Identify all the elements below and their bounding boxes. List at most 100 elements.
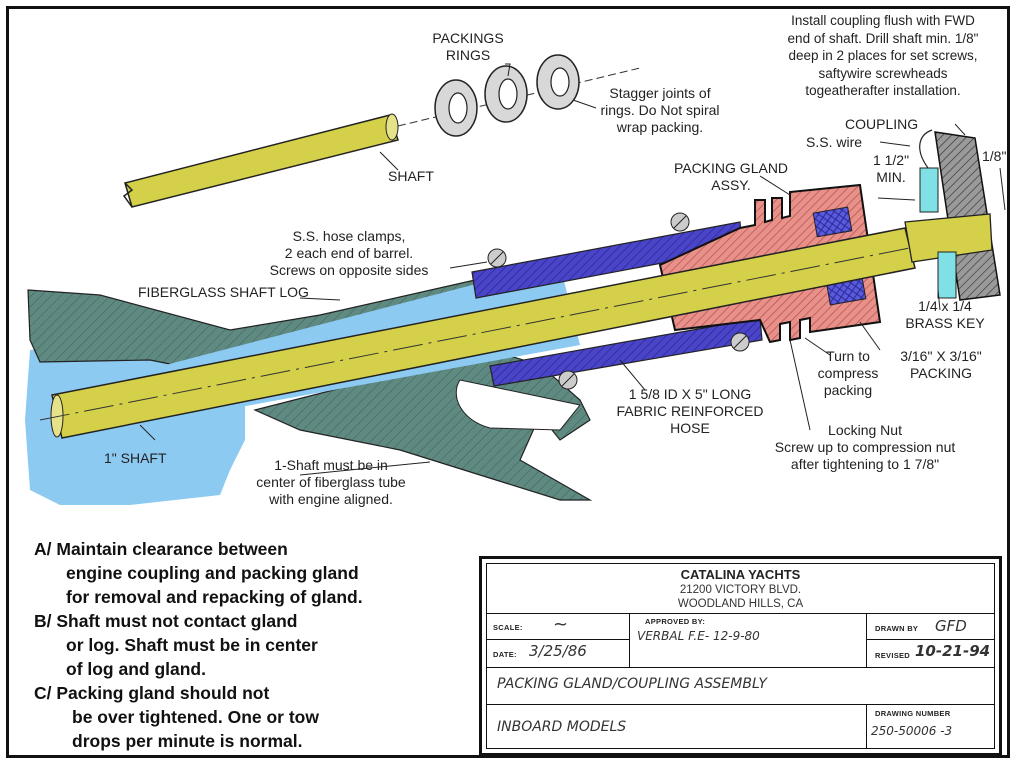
loose-shaft xyxy=(122,113,399,208)
label-line: after tightening to 1 7/8" xyxy=(790,456,940,472)
label-line: center of fiberglass tube xyxy=(256,474,406,490)
ss-wire-label: S.S. wire xyxy=(806,134,863,150)
label-line: S.S. hose clamps, xyxy=(292,228,406,244)
company-name: CATALINA YACHTS xyxy=(680,567,801,582)
divider xyxy=(487,704,994,705)
top-note-line: deep in 2 places for set screws, xyxy=(788,48,978,63)
set-screw-upper xyxy=(919,167,939,213)
note-line: drops per minute is normal. xyxy=(72,731,303,751)
clamp-screw xyxy=(670,212,690,232)
divider xyxy=(629,613,630,667)
label-line: Stagger joints of xyxy=(609,85,711,101)
company-address-1: 21200 VICTORY BLVD. xyxy=(679,584,802,596)
label-line: Locking Nut xyxy=(828,422,902,438)
company-address-2: WOODLAND HILLS, CA xyxy=(677,598,804,610)
label-line: PACKINGS xyxy=(432,30,504,46)
note-b: B/ Shaft must not contact gland or log. … xyxy=(34,609,363,681)
label-line: BRASS KEY xyxy=(905,315,985,331)
drawing-number-label: DRAWING NUMBER xyxy=(875,709,951,718)
divider xyxy=(487,613,994,614)
note-line: be over tightened. One or tow xyxy=(72,707,319,727)
clamp-screw xyxy=(558,370,578,390)
coupling-shaft-end xyxy=(904,213,993,263)
note-line: for removal and repacking of gland. xyxy=(66,587,363,607)
hose-label: 1 5/8 ID X 5" LONG FABRIC REINFORCED HOS… xyxy=(595,386,785,437)
label-line: Screw up to compression nut xyxy=(774,439,956,455)
divider xyxy=(866,704,867,749)
note-line: of log and gland. xyxy=(66,659,206,679)
hose-clamps-label: S.S. hose clamps, 2 each end of barrel. … xyxy=(244,228,454,279)
shaft-log-label: FIBERGLASS SHAFT LOG xyxy=(138,284,309,300)
note-line: A/ Maintain clearance between xyxy=(34,539,288,559)
drawing-title: PACKING GLAND/COUPLING ASSEMBLY xyxy=(497,676,767,692)
drawn-by-value: GFD xyxy=(935,617,967,635)
safety-wire xyxy=(919,129,933,169)
note-line: or log. Shaft must be in center xyxy=(66,635,318,655)
scale-value: ~ xyxy=(553,614,569,635)
revised-value: 10-21-94 xyxy=(915,642,991,660)
date-value: 3/25/86 xyxy=(529,642,587,660)
label-line: FABRIC REINFORCED xyxy=(616,403,764,419)
shaft-centerline xyxy=(39,241,941,421)
label-line: RINGS xyxy=(445,47,491,63)
label-line: HOSE xyxy=(670,420,710,436)
clamp-screw xyxy=(487,248,507,268)
set-screw-lower xyxy=(937,251,957,299)
packing-ring xyxy=(536,54,580,110)
eighth-inch-label: 1/8" xyxy=(982,148,1007,164)
scale-label: SCALE: xyxy=(493,623,523,632)
packing-ring xyxy=(484,65,528,123)
top-note-line: togeatherafter installation. xyxy=(805,83,961,98)
top-note: Install coupling flush with FWD end of s… xyxy=(752,12,1014,100)
label-line: packing xyxy=(823,382,873,398)
label-line: 1 5/8 ID X 5" LONG xyxy=(628,386,752,402)
label-line: ASSY. xyxy=(711,177,751,193)
note-a: A/ Maintain clearance between engine cou… xyxy=(34,537,363,609)
label-line: with engine aligned. xyxy=(269,491,393,507)
stagger-note: Stagger joints of rings. Do Not spiral w… xyxy=(585,85,735,136)
label-line: 1/4 x 1/4 xyxy=(918,298,972,314)
approved-label: APPROVED BY: xyxy=(645,617,706,626)
note-line: C/ Packing gland should not xyxy=(34,683,270,703)
center-note: 1-Shaft must be in center of fiberglass … xyxy=(236,457,426,508)
coupling-label: COUPLING xyxy=(845,116,919,132)
shaft-label: SHAFT xyxy=(388,168,434,184)
title-block: CATALINA YACHTS 21200 VICTORY BLVD. WOOD… xyxy=(479,556,1002,756)
label-line: 1 1/2" xyxy=(872,152,910,168)
brass-key-label: 1/4 x 1/4 BRASS KEY xyxy=(895,298,995,332)
top-note-line: Install coupling flush with FWD xyxy=(791,13,975,28)
packing-upper xyxy=(812,206,853,238)
label-line: MIN. xyxy=(876,169,906,185)
label-line: 1-Shaft must be in xyxy=(274,457,388,473)
label-line: Screws on opposite sides xyxy=(269,262,429,278)
label-line: PACKING GLAND xyxy=(673,160,789,176)
one-inch-shaft-label: 1" SHAFT xyxy=(104,450,167,466)
clearance-label: 1 1/2" MIN. xyxy=(866,152,916,186)
label-line: 3/16" X 3/16" xyxy=(900,348,982,364)
label-line: 2 each end of barrel. xyxy=(284,245,414,261)
divider xyxy=(866,639,994,640)
turn-to-compress-label: Turn to compress packing xyxy=(808,348,888,399)
label-line: compress xyxy=(817,365,879,381)
label-line: rings. Do Not spiral xyxy=(600,102,720,118)
approved-value: VERBAL F.E- 12-9-80 xyxy=(637,629,760,643)
label-line: Turn to xyxy=(826,348,870,364)
top-note-line: end of shaft. Drill shaft min. 1/8" xyxy=(787,30,979,46)
note-line: B/ Shaft must not contact gland xyxy=(34,611,298,631)
top-note-line: saftywire screwheads xyxy=(818,65,948,81)
divider xyxy=(487,639,629,640)
note-c: C/ Packing gland should not be over tigh… xyxy=(34,681,363,753)
date-label: DATE: xyxy=(493,650,517,659)
locking-nut-label: Locking Nut Screw up to compression nut … xyxy=(745,422,985,473)
packing-size-label: 3/16" X 3/16" PACKING xyxy=(886,348,996,382)
drawing-subtitle: INBOARD MODELS xyxy=(497,719,627,735)
packing-rings-label: PACKINGS RINGS xyxy=(413,30,523,64)
title-block-inner: CATALINA YACHTS 21200 VICTORY BLVD. WOOD… xyxy=(486,563,995,749)
log-cutout xyxy=(455,379,581,431)
shaft-end xyxy=(50,394,64,438)
clamp-screw xyxy=(730,332,750,352)
reinforced-hose-lower xyxy=(489,317,763,387)
note-line: engine coupling and packing gland xyxy=(66,563,359,583)
drawing-number-value: 250-50006 -3 xyxy=(871,724,953,738)
